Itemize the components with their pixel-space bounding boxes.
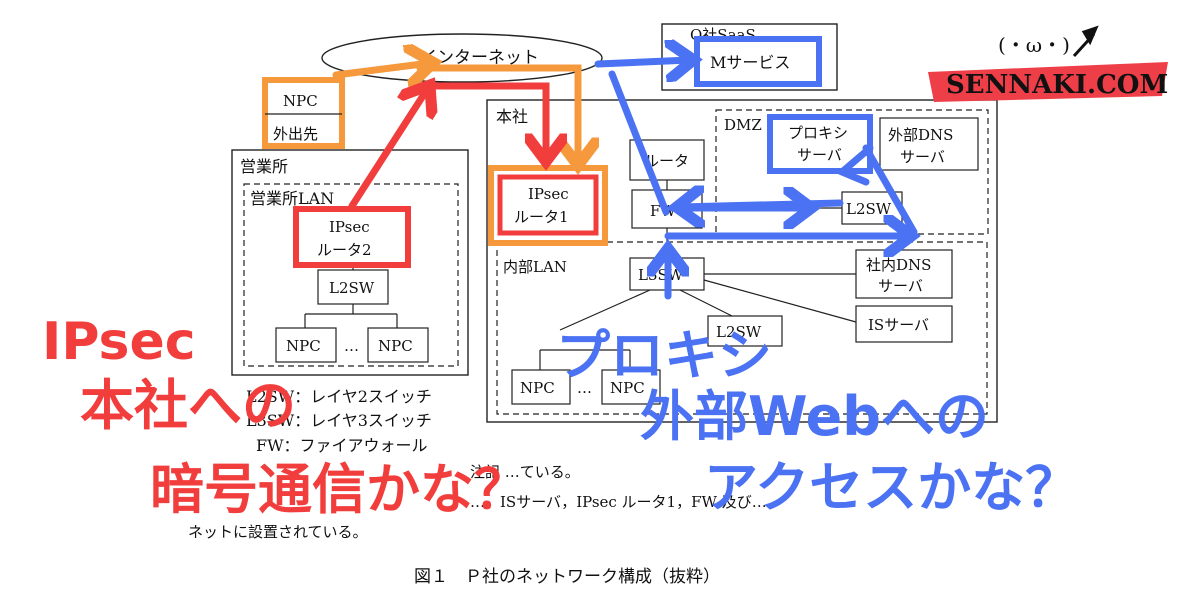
svg-text:サーバ: サーバ [878,277,923,295]
svg-text:外部Webへの: 外部Webへの [640,385,989,448]
svg-text:本社: 本社 [496,107,528,126]
red-arrows [348,86,546,210]
svg-text:SENNAKI.COM: SENNAKI.COM [946,70,1168,100]
svg-text:…: … [577,379,592,397]
svg-text:暗号通信かな？: 暗号通信かな？ [150,458,528,521]
svg-text:NPC: NPC [286,337,321,355]
svg-text:営業所: 営業所 [240,157,288,176]
svg-text:L2SW: L2SW [716,323,762,341]
m-service-highlight: Mサービス [694,36,822,87]
svg-text:NPC: NPC [610,379,645,397]
svg-text:ネットに設置されている。: ネットに設置されている。 [188,523,368,541]
svg-text:L3SW: L3SW [638,266,684,284]
svg-text:社内DNS: 社内DNS [866,256,931,274]
svg-text:外出先: 外出先 [273,125,318,143]
svg-text:FW：ファイアウォール: FW：ファイアウォール [256,436,428,455]
svg-text:プロキシ: プロキシ [556,324,772,387]
remote-npc-highlight: NPC 外出先 [262,77,345,149]
brush-icon [1072,25,1099,58]
svg-text:NPC: NPC [283,92,318,110]
svg-text:ルータ: ルータ [644,152,689,170]
svg-text:ルータ1: ルータ1 [514,208,569,226]
figure-caption: 図１ Ｐ社のネットワーク構成（抜粋） [414,567,720,587]
red-annotation: IPsec 本社への 暗号通信かな？ [42,312,528,521]
sennaki-logo: SENNAKI.COM (・ω・) [928,25,1168,102]
blue-arrows [594,60,914,300]
svg-text:外部DNS: 外部DNS [888,126,953,144]
notes: 注記 …ている。 …、ISサーバ，IPsec ルータ1，FW 及び… ネットに設… [188,463,767,541]
svg-text:IPsec: IPsec [528,185,569,203]
svg-text:DMZ: DMZ [724,116,762,134]
svg-text:注記 …ている。: 注記 …ている。 [470,463,580,481]
svg-text:NPC: NPC [520,379,555,397]
svg-text:サーバ: サーバ [900,148,945,166]
svg-text:L2SW: L2SW [329,279,375,297]
svg-text:内部LAN: 内部LAN [503,258,567,276]
svg-text:Mサービス: Mサービス [710,53,790,72]
svg-text:ルータ2: ルータ2 [317,241,372,259]
blue-annotation: プロキシ 外部Webへの アクセスかな？ [556,324,1079,519]
svg-text:…、ISサーバ，IPsec ルータ1，FW 及び…: …、ISサーバ，IPsec ルータ1，FW 及び… [470,493,767,511]
svg-text:…: … [344,337,359,355]
svg-text:NPC: NPC [378,337,413,355]
orange-arrows [332,63,578,162]
svg-text:サーバ: サーバ [797,146,842,164]
svg-text:アクセスかな？: アクセスかな？ [704,456,1079,519]
svg-text:インターネット: インターネット [420,48,539,68]
svg-text:IPsec: IPsec [42,312,196,372]
legend: L2SW：レイヤ2スイッチ L3SW：レイヤ3スイッチ FW：ファイアウォール [246,387,432,455]
ipsec-router1-highlight: IPsec ルータ1 [488,165,608,246]
svg-text:営業所LAN: 営業所LAN [250,189,334,208]
svg-text:(・ω・): (・ω・) [998,33,1070,57]
svg-text:ISサーバ: ISサーバ [868,316,929,334]
svg-text:L2SW: L2SW [846,200,892,218]
ipsec-router2-highlight: IPsec ルータ2 [293,206,411,268]
svg-text:IPsec: IPsec [329,218,370,236]
branch-office: 営業所 営業所LAN L2SW NPC … NPC [231,149,469,376]
svg-text:L3SW：レイヤ3スイッチ: L3SW：レイヤ3スイッチ [246,411,432,430]
svg-text:本社への: 本社への [80,374,296,437]
svg-text:L2SW：レイヤ2スイッチ: L2SW：レイヤ2スイッチ [246,387,432,406]
svg-text:プロキシ: プロキシ [788,124,848,142]
